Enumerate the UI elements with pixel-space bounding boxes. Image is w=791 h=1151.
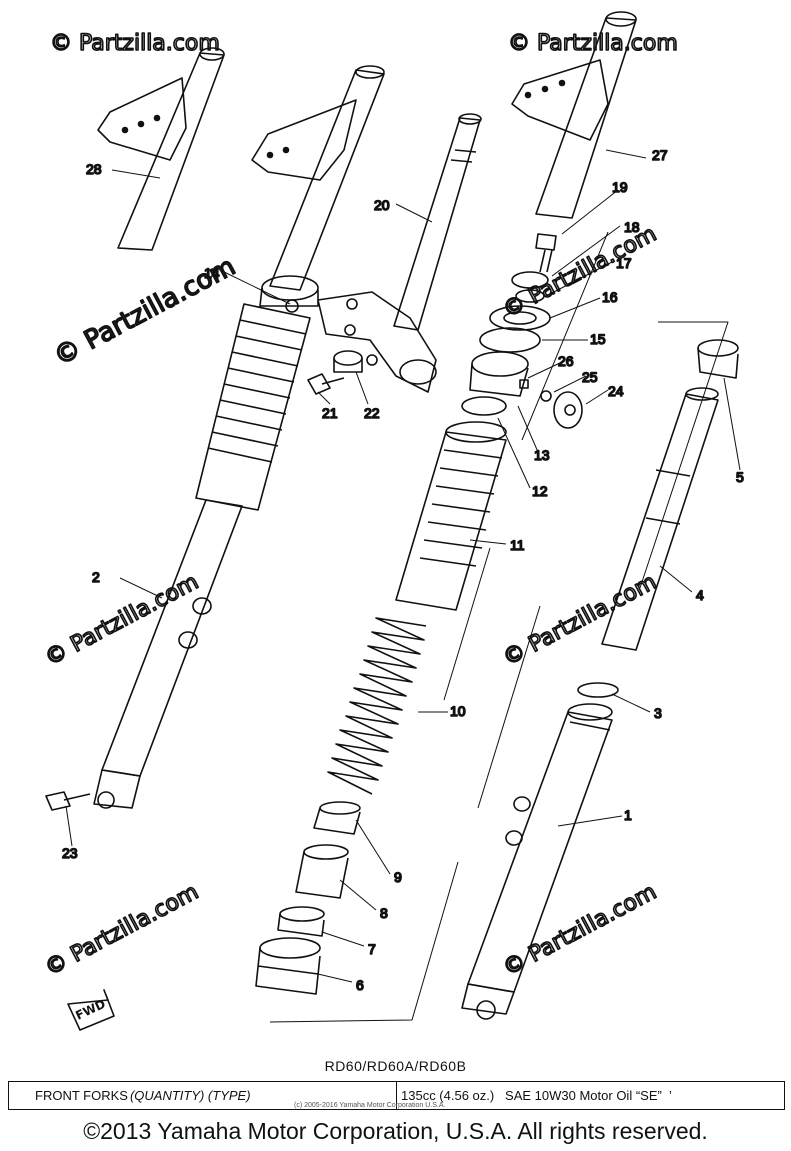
callout-11: 11 <box>510 537 525 553</box>
callout-25: 25 <box>582 369 598 385</box>
left-fork-assembly <box>93 65 437 809</box>
part-6-seal <box>255 937 321 995</box>
callout-2: 2 <box>92 569 100 585</box>
spec-label: FRONT FORKS <box>35 1088 128 1103</box>
part-5-cap <box>697 339 739 379</box>
exploded-parts-diagram: © Partzilla.com © Partzilla.com © Partzi… <box>40 11 745 1031</box>
part-24-grommet <box>553 391 583 429</box>
spec-qualifiers: (QUANTITY) (TYPE) <box>129 1088 251 1103</box>
callout-28: 28 <box>86 161 102 177</box>
part-13-upper-bracket <box>469 351 529 397</box>
callout-10: 10 <box>450 703 466 719</box>
part-20-steering-stem <box>393 113 482 331</box>
callout-22: 22 <box>364 405 380 421</box>
callout-17: 17 <box>616 255 632 271</box>
part-28-bracket-cover <box>97 47 225 251</box>
callout-26: 26 <box>558 353 574 369</box>
part-9-piston <box>313 801 361 835</box>
part-7-bushing <box>277 906 325 937</box>
callout-numbers: 28 14 20 27 19 18 17 16 15 26 25 24 21 2… <box>61 146 745 994</box>
watermark: © Partzilla.com <box>41 570 203 672</box>
callout-4: 4 <box>696 587 704 603</box>
callout-21: 21 <box>322 405 338 421</box>
watermark: © Partzilla.com <box>50 31 220 56</box>
callout-23: 23 <box>62 845 78 861</box>
callout-27: 27 <box>652 147 668 163</box>
part-8-tube <box>295 844 349 899</box>
callout-7: 7 <box>368 941 376 957</box>
callout-6: 6 <box>356 977 364 993</box>
part-4-inner-tube <box>601 387 719 651</box>
callout-12: 12 <box>532 483 548 499</box>
callout-5: 5 <box>736 469 744 485</box>
part-1-outer-tube <box>461 703 613 1020</box>
part-27-bracket-cover <box>511 11 637 219</box>
part-21-bolt <box>307 373 345 395</box>
assembly-frame-lines <box>269 231 729 1023</box>
callout-8: 8 <box>380 905 388 921</box>
watermark: © Partzilla.com <box>41 880 203 982</box>
part-11-boot <box>395 421 507 611</box>
watermark: © Partzilla.com <box>499 570 661 672</box>
spec-table: FRONT FORKS (QUANTITY) (TYPE) 135cc (4.5… <box>8 1081 785 1110</box>
model-label: RD60/RD60A/RD60B <box>324 1058 467 1074</box>
callout-1: 1 <box>624 807 632 823</box>
part-19-bolt <box>535 233 557 273</box>
callout-15: 15 <box>590 331 606 347</box>
callout-24: 24 <box>608 383 624 399</box>
part-18-washer <box>511 271 549 289</box>
part-10-spring <box>327 617 427 795</box>
watermark-layer: © Partzilla.com © Partzilla.com © Partzi… <box>40 30 678 982</box>
part-22-collar <box>333 350 363 373</box>
callout-9: 9 <box>394 869 402 885</box>
leader-lines <box>65 149 741 983</box>
part-3-ring <box>577 682 619 698</box>
watermark: © Partzilla.com <box>508 31 678 56</box>
spec-label-cell: FRONT FORKS (QUANTITY) (TYPE) <box>9 1082 397 1109</box>
spec-value: 135cc (4.56 oz.) SAE 10W30 Motor Oil “SE… <box>401 1088 672 1103</box>
callout-13: 13 <box>534 447 550 463</box>
callout-19: 19 <box>612 179 628 195</box>
copyright-notice: ©2013 Yamaha Motor Corporation, U.S.A. A… <box>83 1118 708 1144</box>
part-26-washer <box>519 379 529 389</box>
part-15-seal <box>479 327 541 353</box>
small-copyright: (c) 2005-2016 Yamaha Motor Corporation U… <box>294 1102 446 1109</box>
callout-18: 18 <box>624 219 640 235</box>
part-23-bolt <box>45 791 91 811</box>
callout-14: 14 <box>204 265 220 281</box>
part-25-nut <box>540 390 552 402</box>
fwd-arrow-icon: FWD <box>67 989 115 1031</box>
part-12-seal <box>461 396 507 416</box>
callout-20: 20 <box>374 197 390 213</box>
callout-16: 16 <box>602 289 618 305</box>
callout-3: 3 <box>654 705 662 721</box>
fwd-label: FWD <box>73 997 107 1023</box>
part-17-washer <box>515 289 545 303</box>
